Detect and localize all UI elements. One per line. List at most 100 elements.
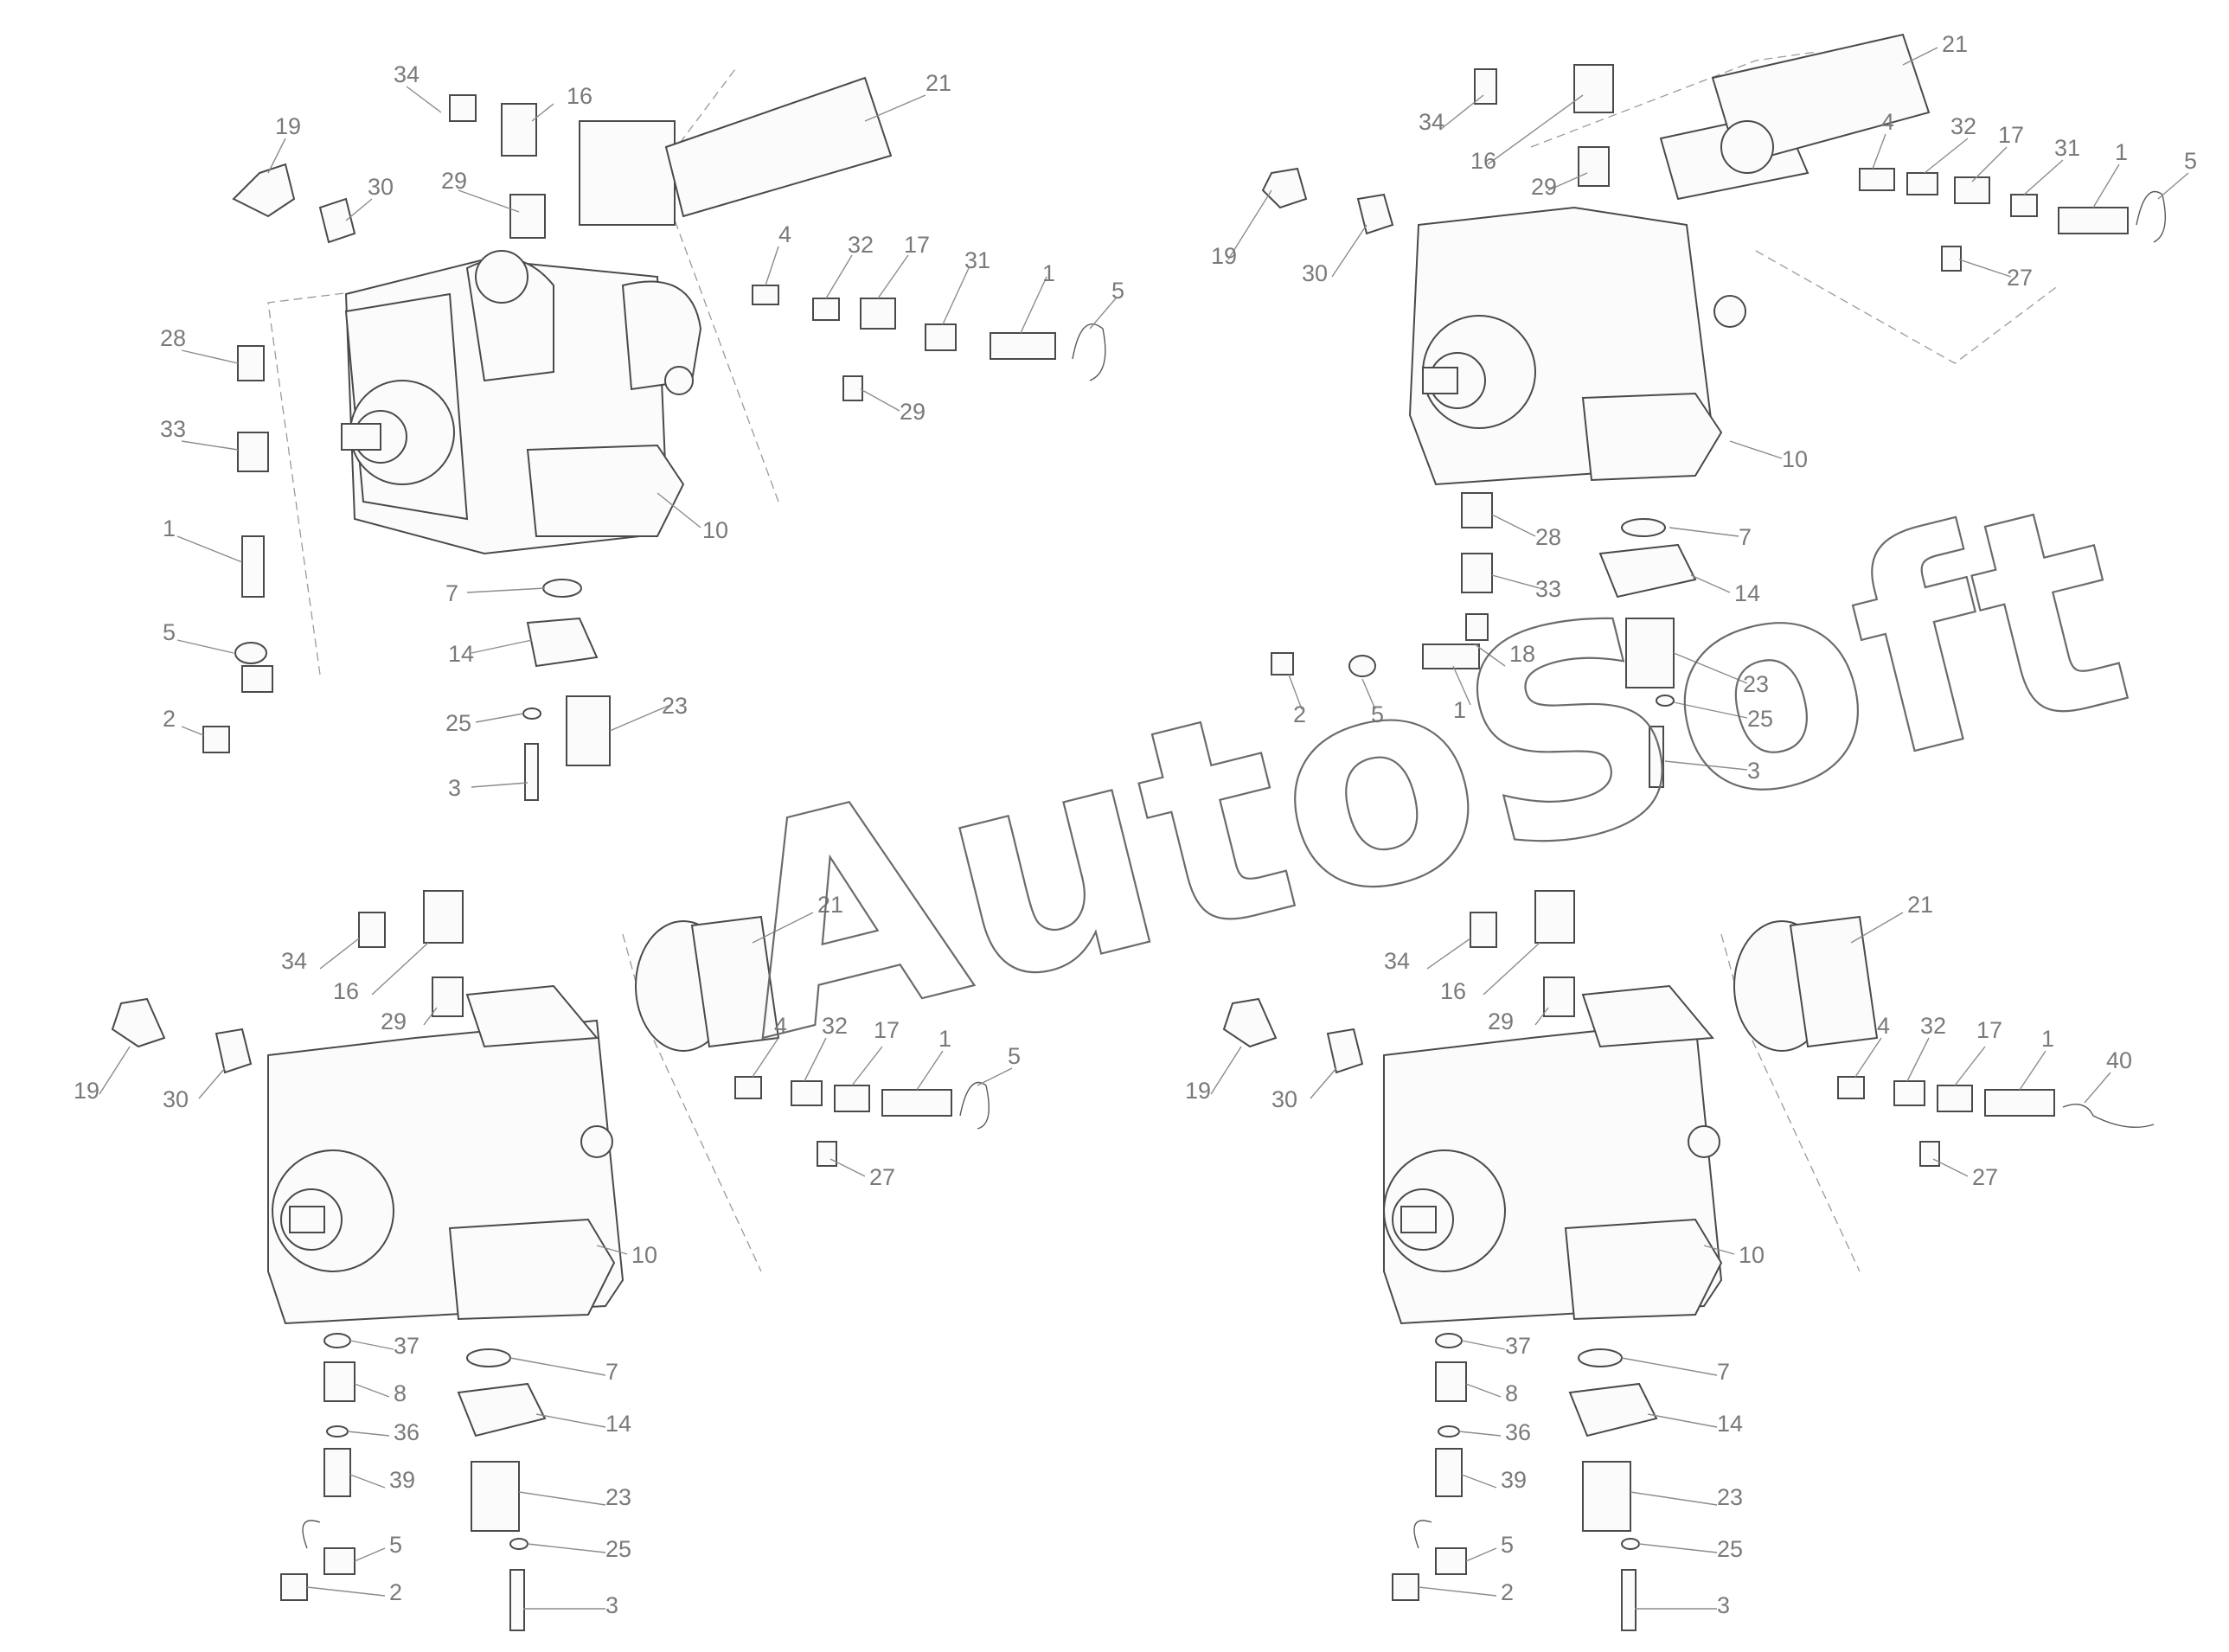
callout-label: 29: [441, 168, 467, 194]
callout-label: 30: [368, 174, 394, 200]
callout-label: 19: [1185, 1078, 1211, 1104]
leaders-top-left: [176, 86, 1117, 788]
callout-label: 1: [1453, 697, 1466, 723]
callout-label: 18: [1509, 641, 1535, 667]
callout-label: 10: [631, 1242, 657, 1268]
callout-label: 5: [163, 619, 176, 645]
callout-label: 5: [2184, 148, 2197, 174]
callout-label: 23: [1743, 671, 1769, 697]
callout-label: 21: [926, 70, 951, 96]
callout-label: 3: [605, 1592, 618, 1618]
callout-label: 4: [1877, 1013, 1890, 1039]
callout-label: 29: [1531, 174, 1557, 200]
callout-label: 27: [1972, 1164, 1998, 1190]
callouts-bottom-left: 34 16 21 29 19 30 4 32 17 1 5 27 10 37 7…: [74, 892, 1021, 1618]
loose-parts: [1261, 64, 2167, 788]
callout-label: 8: [394, 1380, 407, 1406]
leaders-bottom-right: [1210, 912, 2111, 1610]
callout-label: 5: [389, 1532, 402, 1558]
callout-label: 7: [1739, 524, 1752, 550]
callout-label: 1: [2115, 139, 2128, 165]
callout-label: 31: [2054, 135, 2080, 161]
pump-assembly: [1383, 915, 1879, 1325]
callout-label: 2: [389, 1579, 402, 1605]
callout-label: 3: [448, 775, 461, 801]
callout-label: 3: [1747, 758, 1760, 784]
pump-assembly: [267, 915, 780, 1325]
callout-label: 30: [1271, 1086, 1297, 1112]
callout-label: 21: [1942, 31, 1968, 57]
callout-label: 29: [381, 1008, 407, 1034]
callout-label: 4: [778, 221, 791, 247]
callout-label: 33: [1535, 576, 1561, 602]
loose-parts: [202, 94, 1106, 801]
callout-label: 5: [1501, 1532, 1514, 1558]
callout-label: 25: [1747, 706, 1773, 732]
callout-label: 34: [394, 61, 420, 87]
watermark-text: AutoSoft: [697, 439, 2155, 1104]
callout-label: 21: [817, 892, 843, 918]
callout-label: 10: [1782, 446, 1808, 472]
callout-label: 16: [567, 83, 592, 109]
view-top-right: 21 34 16 29 19 30 4 32 17 31 1 5 27 10 2…: [1211, 31, 2197, 788]
pump-assembly: [1408, 33, 1931, 486]
view-bottom-left: 34 16 21 29 19 30 4 32 17 1 5 27 10 37 7…: [74, 890, 1021, 1631]
callout-label: 14: [605, 1411, 631, 1437]
callout-label: 32: [848, 232, 874, 258]
callout-label: 5: [1371, 701, 1384, 727]
callout-label: 39: [389, 1467, 415, 1493]
callout-label: 34: [281, 948, 307, 974]
callout-label: 5: [1008, 1043, 1021, 1069]
callout-label: 30: [163, 1086, 189, 1112]
callout-label: 1: [2041, 1026, 2054, 1052]
callout-label: 36: [394, 1419, 420, 1445]
callout-label: 17: [1976, 1017, 2002, 1043]
callout-label: 4: [1881, 109, 1894, 135]
callout-label: 27: [869, 1164, 895, 1190]
callout-label: 29: [1488, 1008, 1514, 1034]
callout-label: 1: [1042, 260, 1055, 286]
callout-label: 21: [1907, 892, 1933, 918]
callout-label: 23: [1717, 1484, 1743, 1510]
callout-label: 19: [74, 1078, 99, 1104]
callout-label: 33: [160, 416, 186, 442]
view-top-left: 34 16 21 19 30 29 28 33 1 5 2 4 32 17 31…: [160, 61, 1124, 801]
callout-label: 28: [1535, 524, 1561, 550]
callout-label: 25: [605, 1536, 631, 1562]
callout-label: 34: [1384, 948, 1410, 974]
callout-label: 30: [1302, 260, 1328, 286]
callout-label: 2: [163, 706, 176, 732]
callout-label: 37: [394, 1333, 420, 1359]
callout-label: 1: [938, 1026, 951, 1052]
callout-label: 4: [774, 1013, 787, 1039]
callout-label: 32: [822, 1013, 848, 1039]
pump-assembly: [341, 76, 893, 555]
callout-label: 17: [1998, 122, 2024, 148]
callout-label: 32: [1950, 113, 1976, 139]
callout-label: 34: [1419, 109, 1444, 135]
callout-label: 7: [1717, 1359, 1730, 1385]
callouts-top-left: 34 16 21 19 30 29 28 33 1 5 2 4 32 17 31…: [160, 61, 1124, 801]
callout-label: 16: [333, 978, 359, 1004]
callout-label: 28: [160, 325, 186, 351]
callout-label: 19: [1211, 243, 1237, 269]
callout-label: 8: [1505, 1380, 1518, 1406]
loose-parts: [1222, 890, 2155, 1631]
callout-label: 29: [900, 399, 926, 425]
callout-label: 37: [1505, 1333, 1531, 1359]
callout-label: 7: [605, 1359, 618, 1385]
leaders-bottom-left: [99, 912, 1013, 1610]
callout-label: 23: [662, 693, 688, 719]
callout-label: 32: [1920, 1013, 1946, 1039]
callouts-bottom-right: 21 34 16 29 19 30 4 32 17 1 40 27 10 37 …: [1185, 892, 2132, 1618]
callout-label: 39: [1501, 1467, 1527, 1493]
view-bottom-right: 21 34 16 29 19 30 4 32 17 1 40 27 10 37 …: [1185, 890, 2155, 1631]
callout-label: 7: [445, 580, 458, 606]
callout-label: 16: [1470, 148, 1496, 174]
callout-label: 36: [1505, 1419, 1531, 1445]
leaders-top-right: [1227, 47, 2189, 771]
callout-label: 27: [2007, 265, 2033, 291]
callout-label: 3: [1717, 1592, 1730, 1618]
callout-label: 2: [1501, 1579, 1514, 1605]
